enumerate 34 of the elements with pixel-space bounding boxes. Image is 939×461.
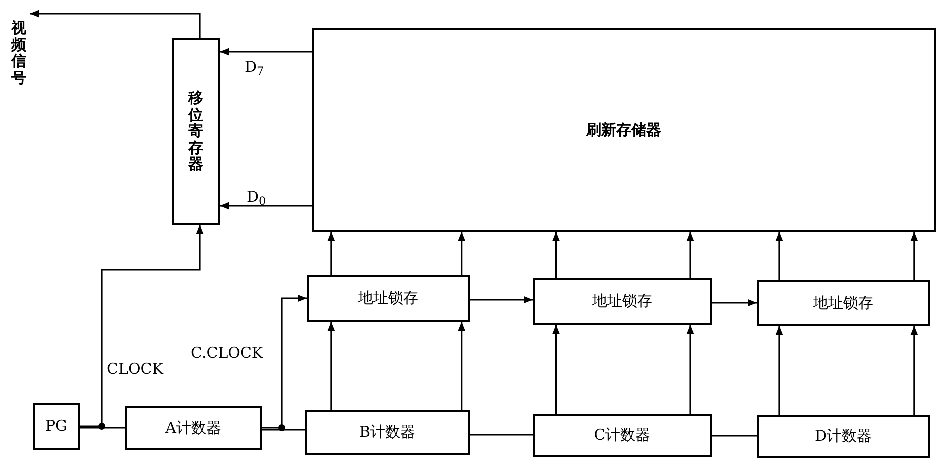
register-box: 移位寄存器: [172, 38, 220, 225]
edge-label: D$_{0}$: [246, 190, 268, 205]
edge-label: C.CLOCK: [190, 346, 264, 361]
connector-arrow: [328, 322, 336, 410]
connector-arrow: [220, 48, 312, 56]
connector-arrow: [910, 232, 918, 280]
process-box: B计数器: [305, 410, 470, 455]
connector-arrow: [686, 325, 694, 414]
process-box: A计数器: [125, 406, 262, 450]
edge-label: D$_{7}$: [244, 60, 266, 75]
process-box: 地址锁存: [533, 278, 712, 325]
connector-arrow: [552, 232, 560, 278]
connector-arrow: [328, 232, 336, 275]
process-box: 地址锁存: [307, 275, 470, 322]
process-box: 地址锁存: [757, 280, 930, 326]
connector-arrow: [80, 225, 204, 428]
connector-arrow: [458, 322, 466, 410]
edge-label: CLOCK: [106, 362, 164, 377]
connector-arrow: [220, 202, 312, 210]
process-box: PG: [33, 403, 80, 450]
signal-label: 视频信号: [8, 8, 30, 98]
connector-arrow: [262, 294, 307, 429]
process-box: D计数器: [757, 415, 930, 458]
connector-arrow: [458, 232, 466, 275]
memory-box: 刷新存储器: [312, 28, 936, 232]
connector-arrow: [776, 326, 784, 415]
connector-arrow: [686, 232, 694, 278]
connector-arrow: [776, 232, 784, 280]
connector-arrow: [910, 326, 918, 415]
connector-arrow: [712, 299, 757, 307]
connector-arrow: [470, 296, 533, 304]
connector-arrow: [30, 10, 201, 38]
connector-arrow: [552, 325, 560, 414]
process-box: C计数器: [533, 414, 712, 457]
